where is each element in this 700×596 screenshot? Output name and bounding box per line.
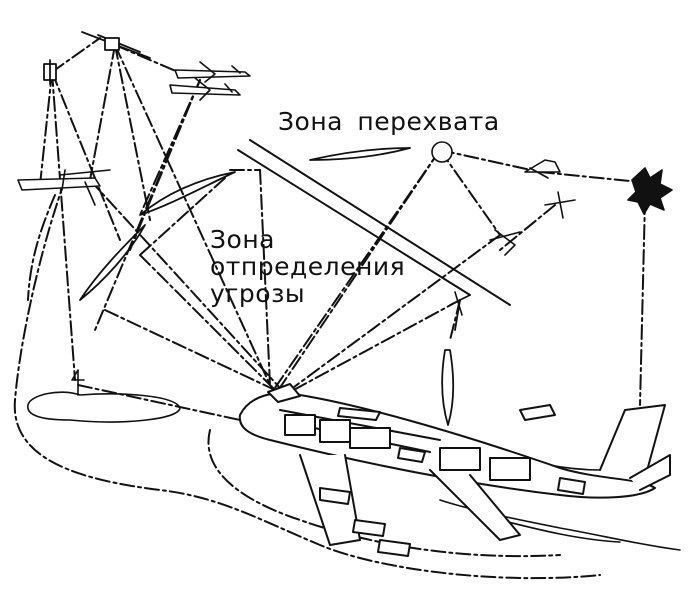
jet-aircraft-icon — [524, 159, 561, 179]
missile-projectiles — [79, 147, 461, 426]
jet-aircraft-icon — [489, 229, 521, 256]
intercept-zone-label: Зона перехвата — [278, 107, 500, 136]
jet-aircraft-icon — [544, 191, 576, 219]
missile-icon — [139, 171, 236, 216]
airliner-icon — [238, 383, 671, 557]
aircraft-group-top — [169, 61, 251, 101]
missile-icon — [441, 349, 455, 426]
threat-zone-label-line2: отпределения — [210, 252, 406, 281]
explosion-icon — [627, 167, 673, 215]
threat-zone-label-line1: Зона — [210, 225, 275, 254]
right-targets — [71, 141, 673, 396]
satellite-icon — [81, 31, 151, 59]
jet-aircraft-icon — [449, 291, 471, 316]
missile-icon — [309, 147, 411, 161]
threat-zone-label-line3: угрозы — [210, 279, 306, 308]
jet-aircraft-icon — [169, 77, 241, 101]
satellite-group — [43, 31, 151, 85]
tracking-links — [39, 37, 646, 421]
threat-zone-boundary — [13, 179, 601, 580]
intercept-zone-boundary — [237, 139, 511, 306]
threat-zone-label: Зона отпределения угрозы — [210, 226, 405, 307]
satellite-icon — [43, 59, 57, 85]
helicopter-icon — [17, 169, 111, 206]
radar-target-icon — [431, 141, 453, 163]
missile-icon — [79, 224, 146, 301]
jet-aircraft-icon — [174, 61, 251, 83]
